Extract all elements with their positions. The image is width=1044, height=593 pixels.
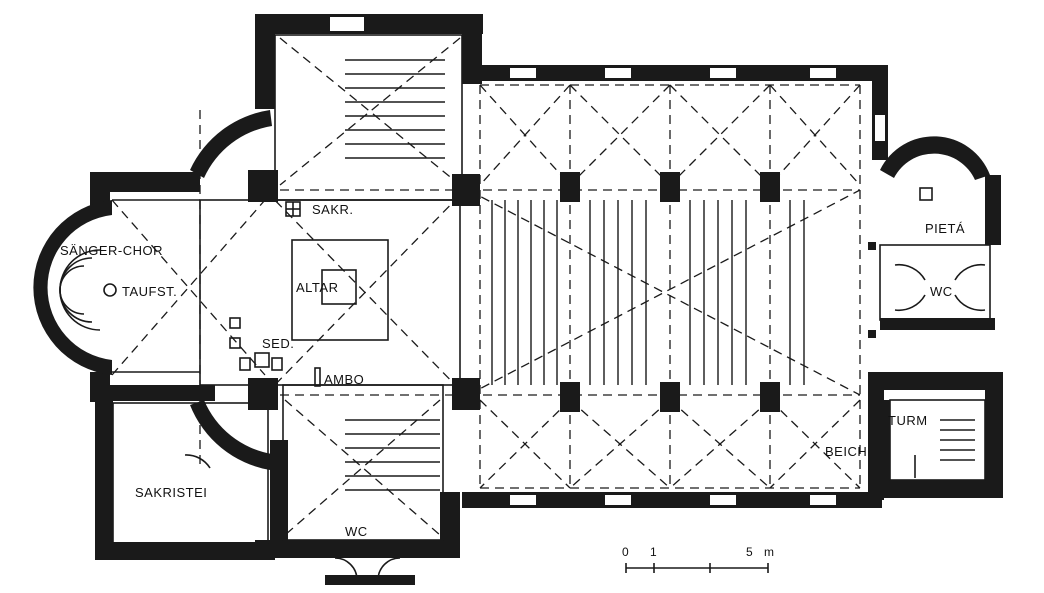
pieta-plinth <box>919 187 933 201</box>
transept-pews <box>345 59 445 491</box>
baptistery-steps <box>59 249 117 331</box>
baptistery-apse <box>33 200 112 375</box>
label-wc-south: WC <box>345 524 368 539</box>
label-sakrament: SAKR. <box>312 202 354 217</box>
interior-outlines <box>112 34 991 544</box>
vault-lines <box>111 37 861 536</box>
nave-pews <box>491 200 805 385</box>
chancel-curve-south <box>190 400 272 470</box>
scale-bar: 0 1 5 m <box>622 545 774 573</box>
sakristei-door <box>184 454 211 469</box>
scale-label-0: 0 <box>622 545 629 559</box>
label-beichtstuhl: BEICH <box>825 444 867 459</box>
label-turm: TURM <box>888 413 928 428</box>
label-ambo: AMBO <box>324 372 364 387</box>
scale-unit: m <box>764 545 774 559</box>
scale-label-1: 1 <box>650 545 657 559</box>
pieta-apse <box>880 136 990 180</box>
tower-stair <box>914 419 975 478</box>
scale-label-5: 5 <box>746 545 753 559</box>
label-wc-east: WC <box>930 284 953 299</box>
label-sedilia: SED. <box>262 336 294 351</box>
label-sakristei: SAKRISTEI <box>135 485 207 500</box>
piers <box>248 170 876 412</box>
south-entrance <box>325 557 415 585</box>
label-altar: ALTAR <box>296 280 338 295</box>
window-openings <box>330 17 885 505</box>
chancel-curve-north <box>190 110 272 178</box>
label-saenger-chor: SÄNGER-CHOR <box>60 243 163 258</box>
ambo-shape <box>314 367 321 387</box>
label-pieta: PIETÁ <box>925 221 965 236</box>
sedilia-chairs <box>229 317 283 371</box>
font-circle <box>103 283 117 297</box>
walls <box>90 14 1003 560</box>
label-taufstein: TAUFST. <box>122 284 177 299</box>
room-labels: SÄNGER-CHOR TAUFST. ALTAR SAKR. SED. AMB… <box>60 202 965 539</box>
wc-east-doors <box>894 263 986 312</box>
